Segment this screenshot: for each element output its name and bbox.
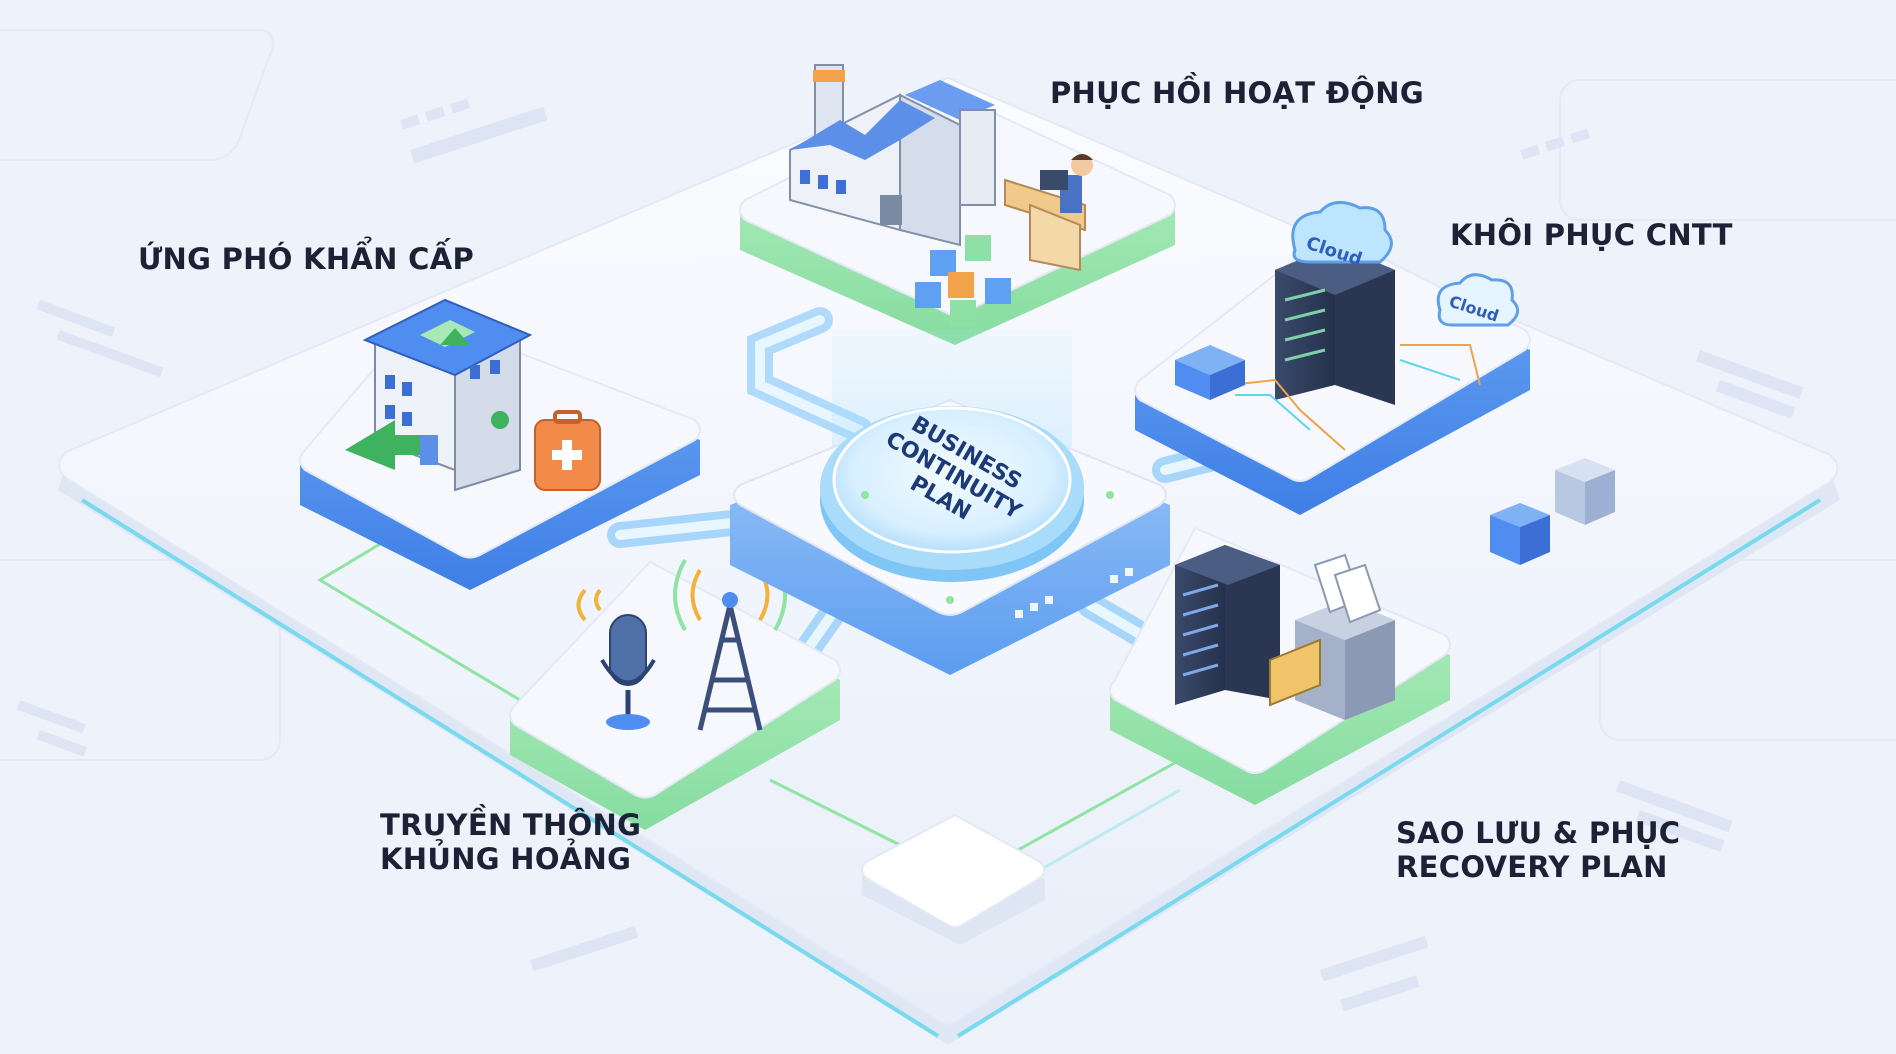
label-backup-recovery-line-1: SAO LƯU & PHỤC bbox=[1396, 816, 1681, 850]
platform-operations-recovery bbox=[739, 64, 1176, 345]
microphone-icon bbox=[576, 588, 656, 730]
signal-lines bbox=[317, 533, 1181, 872]
label-crisis-communication-line-2: KHỦNG HOẢNG bbox=[380, 842, 632, 876]
label-backup-recovery-line-2: RECOVERY PLAN bbox=[1396, 850, 1668, 884]
server-cabinet-icon bbox=[1175, 545, 1280, 705]
platform-bottom-small bbox=[861, 813, 1045, 945]
data-lines-icon bbox=[1229, 344, 1481, 451]
platform-crisis-communication bbox=[509, 559, 841, 830]
cubes-icon bbox=[915, 235, 1011, 326]
platform-it-recovery: Cloud Cloud bbox=[1134, 200, 1531, 515]
label-emergency-response: ỨNG PHÓ KHẨN CẤP bbox=[138, 242, 475, 276]
filing-cabinet-icon bbox=[1269, 553, 1395, 720]
label-it-recovery: KHÔI PHỤC CNTT bbox=[1450, 218, 1733, 252]
platform-backup-recovery bbox=[1109, 526, 1451, 805]
desk-worker-icon bbox=[1004, 154, 1093, 272]
factory-icon bbox=[789, 64, 996, 247]
bcp-hub: BUSINESS CONTINUITY PLAN bbox=[730, 330, 1170, 675]
label-crisis-communication-line-1: TRUYỀN THÔNG bbox=[380, 808, 642, 842]
cloud-icon-small: Cloud bbox=[1436, 273, 1520, 327]
hospital-building-icon bbox=[345, 298, 533, 492]
server-rack-icon bbox=[1275, 245, 1395, 405]
platform-emergency-response bbox=[299, 298, 701, 590]
storage-box-icon bbox=[1175, 345, 1245, 400]
label-operations-recovery: PHỤC HỒI HOẠT ĐỘNG bbox=[1050, 76, 1424, 110]
background-decorations bbox=[0, 29, 1896, 1012]
floating-storage-icons bbox=[1490, 458, 1615, 565]
label-crisis-communication: TRUYỀN THÔNG KHỦNG HOẢNG bbox=[380, 808, 642, 876]
first-aid-kit-icon bbox=[534, 410, 601, 491]
cloud-icon: Cloud bbox=[1291, 200, 1393, 271]
label-backup-recovery: SAO LƯU & PHỤC RECOVERY PLAN bbox=[1396, 816, 1680, 884]
connection-pipes bbox=[607, 307, 1238, 673]
